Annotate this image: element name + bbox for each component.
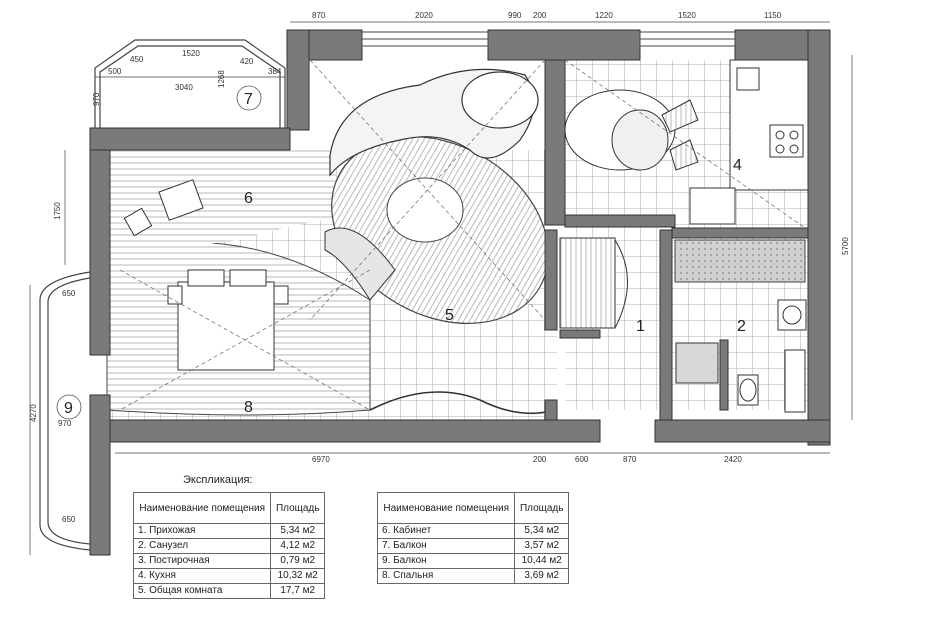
- header-name: Наименование помещения: [376, 492, 516, 524]
- guide-lines: [119, 59, 809, 411]
- room-area: 5,34 м2: [270, 523, 325, 539]
- room-area: 3,69 м2: [514, 568, 569, 584]
- room-7-circle: [236, 85, 262, 111]
- b7-dim-7: 970: [92, 92, 101, 106]
- room-4-label: 4: [733, 157, 742, 174]
- laundry-fixtures: [559, 237, 628, 329]
- legend-table-2: Наименование помещения Площадь 6. Кабине…: [376, 492, 569, 584]
- legend-title: Экспликация:: [183, 474, 253, 486]
- dim-top-5: 1520: [678, 11, 696, 20]
- bottom-dimensions: 6970 200 600 870 2420: [312, 455, 742, 464]
- b7-dim-1: 3040: [175, 83, 193, 92]
- room-9-circle: [56, 394, 82, 420]
- bathroom-fixtures: [675, 299, 807, 413]
- dimension-lines: [29, 21, 853, 555]
- header-name: Наименование помещения: [132, 492, 272, 524]
- room-8-label: 8: [244, 399, 253, 416]
- b7-dim-2: 500: [108, 67, 122, 76]
- dim-top-1: 2020: [415, 11, 433, 20]
- dim-top-0: 870: [312, 11, 326, 20]
- dim-bottom-2: 600: [575, 455, 589, 464]
- dim-top-4: 1220: [595, 11, 613, 20]
- study-furniture: [123, 179, 396, 301]
- dim-top-2: 990: [508, 11, 522, 20]
- b7-dim-4: 420: [240, 57, 254, 66]
- room-area: 4,12 м2: [270, 538, 325, 554]
- room-area: 10,32 м2: [270, 568, 325, 584]
- dim-bottom-3: 870: [623, 455, 637, 464]
- room-name: 7. Балкон: [376, 538, 516, 554]
- room-7-label: 7: [244, 91, 253, 108]
- balconies: [39, 39, 286, 551]
- dim-top-6: 1150: [764, 11, 782, 20]
- room-name: 5. Общая комната: [132, 583, 272, 599]
- living-sofa: [329, 68, 539, 177]
- left-dimensions: 1750 650 4270 970 650: [29, 202, 76, 524]
- b7-dim-3: 450: [130, 55, 144, 64]
- room-name: 6. Кабинет: [376, 523, 516, 539]
- dim-bottom-0: 6970: [312, 455, 330, 464]
- header-area: Площадь: [514, 492, 569, 524]
- kitchen-units: [564, 59, 809, 225]
- walls: [89, 29, 831, 556]
- room-6-label: 6: [244, 190, 253, 207]
- dim-left-4: 650: [62, 515, 76, 524]
- dim-right-0: 5700: [841, 237, 850, 255]
- table-header-row: Наименование помещения Площадь: [376, 492, 569, 524]
- room-9-label: 9: [64, 400, 73, 417]
- balcony7-dimensions: 1520 3040 500 450 420 384 1268 970: [92, 49, 282, 106]
- dim-left-0: 1750: [53, 202, 62, 220]
- room-area: 0,79 м2: [270, 553, 325, 569]
- room-name: 4. Кухня: [132, 568, 272, 584]
- top-dimensions: 870 2020 990 200 1220 1520 1150: [312, 11, 782, 20]
- room-area: 3,57 м2: [514, 538, 569, 554]
- windows: [361, 31, 736, 47]
- dim-bottom-4: 2420: [724, 455, 742, 464]
- room-1-label: 1: [636, 318, 645, 335]
- bedroom-furniture: [167, 269, 289, 371]
- room-numbers: 1 2 4 5 6 7 8 9: [56, 85, 746, 420]
- dim-left-1: 650: [62, 289, 76, 298]
- legend-table-1: Наименование помещения Площадь 1. Прихож…: [132, 492, 325, 599]
- dim-top-3: 200: [533, 11, 547, 20]
- header-area: Площадь: [270, 492, 325, 524]
- b7-dim-6: 1268: [217, 70, 226, 88]
- room-name: 8. Спальня: [376, 568, 516, 584]
- room-name: 9. Балкон: [376, 553, 516, 569]
- dim-bottom-1: 200: [533, 455, 547, 464]
- room-name: 2. Санузел: [132, 538, 272, 554]
- room-area: 17,7 м2: [270, 583, 325, 599]
- b7-dim-0: 1520: [182, 49, 200, 58]
- room-area: 10,44 м2: [514, 553, 569, 569]
- room-name: 1. Прихожая: [132, 523, 272, 539]
- room-2-label: 2: [737, 318, 746, 335]
- dim-left-2: 4270: [29, 404, 38, 422]
- room-area: 5,34 м2: [514, 523, 569, 539]
- table-header-row: Наименование помещения Площадь: [132, 492, 325, 524]
- room-name: 3. Постирочная: [132, 553, 272, 569]
- room-5-label: 5: [445, 307, 454, 324]
- b7-dim-5: 384: [268, 67, 282, 76]
- dim-left-3: 970: [58, 419, 72, 428]
